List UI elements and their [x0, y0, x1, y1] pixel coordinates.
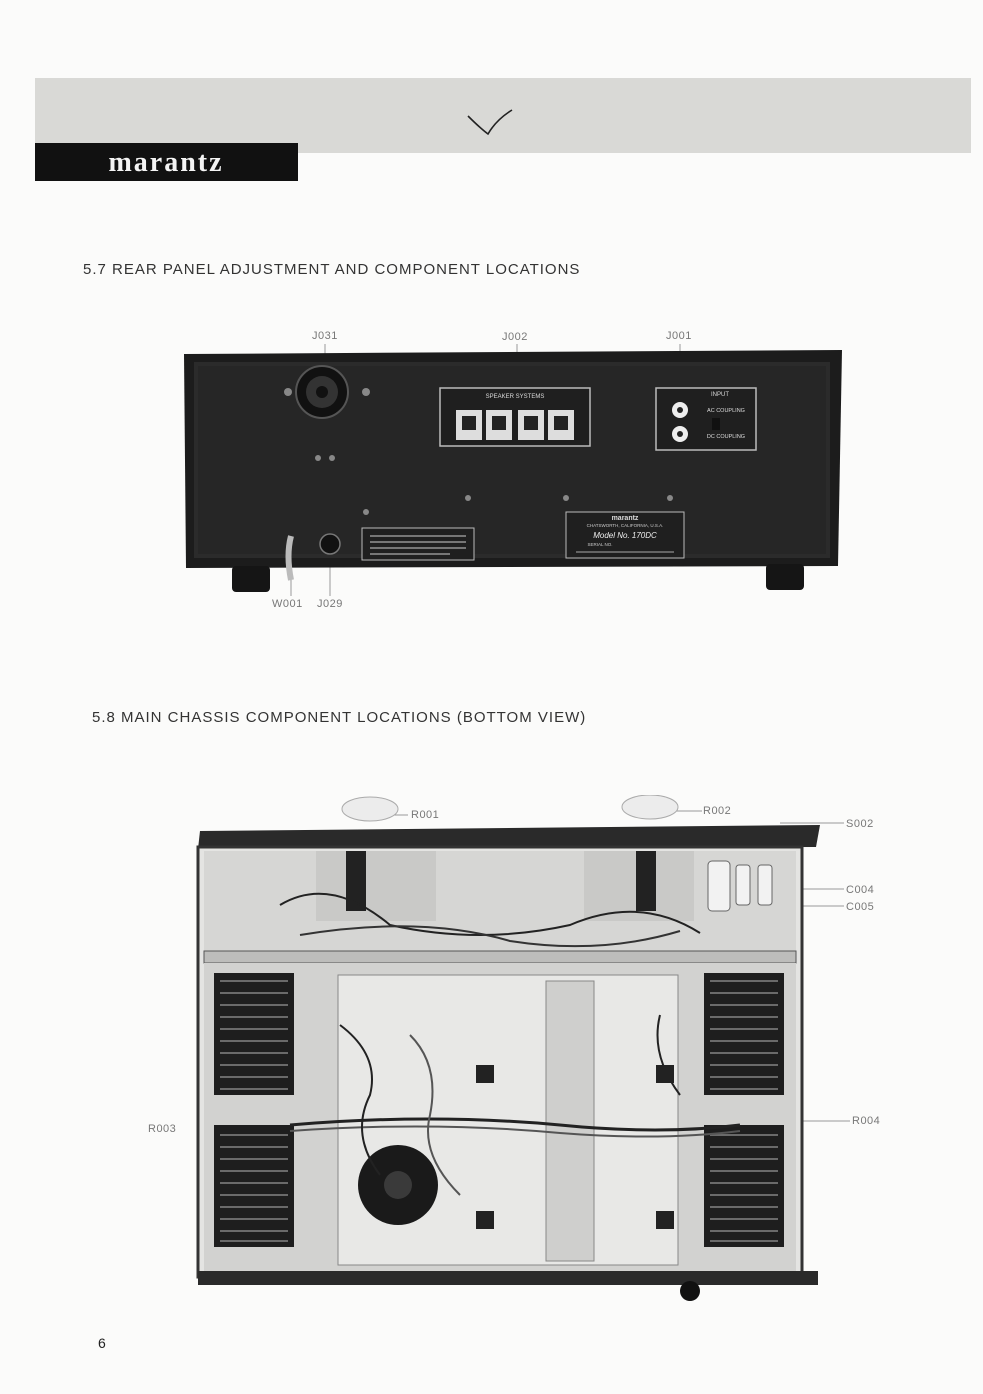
- label-c005: C005: [846, 901, 875, 913]
- dc-coupling-text: DC COUPLING: [707, 434, 745, 440]
- section-title-main-chassis: 5.8 MAIN CHASSIS COMPONENT LOCATIONS (BO…: [92, 709, 587, 726]
- brand-logo-text: marantz: [108, 147, 223, 178]
- chassis-bottom-photo: [196, 795, 850, 1301]
- label-w001: W001: [272, 598, 303, 610]
- label-r004: R004: [852, 1115, 881, 1127]
- label-j002: J002: [502, 331, 528, 343]
- model-plate-serial: SERIAL NO.: [587, 542, 612, 547]
- page-number: 6: [98, 1335, 106, 1351]
- label-j031: J031: [312, 330, 338, 342]
- handwritten-check-mark: [467, 109, 513, 136]
- label-j029: J029: [317, 598, 343, 610]
- label-r001: R001: [411, 809, 440, 821]
- rear-panel-photo: SPEAKER SYSTEMS INPUT AC COUPLING DC COU…: [184, 344, 842, 596]
- label-j001: J001: [666, 330, 692, 342]
- label-s002: S002: [846, 818, 874, 830]
- model-plate-brand: marantz: [612, 515, 639, 522]
- label-r002: R002: [703, 805, 732, 817]
- input-text: INPUT: [711, 392, 729, 398]
- label-r003: R003: [148, 1123, 177, 1135]
- marantz-logo: marantz: [35, 143, 298, 181]
- section-title-rear-panel: 5.7 REAR PANEL ADJUSTMENT AND COMPONENT …: [83, 261, 581, 278]
- speaker-systems-text: SPEAKER SYSTEMS: [486, 394, 545, 400]
- ac-coupling-text: AC COUPLING: [707, 408, 745, 414]
- label-c004: C004: [846, 884, 875, 896]
- model-plate-model: Model No. 170DC: [593, 531, 657, 540]
- model-plate-location: CHATSWORTH, CALIFORNIA, U.S.A.: [587, 523, 664, 528]
